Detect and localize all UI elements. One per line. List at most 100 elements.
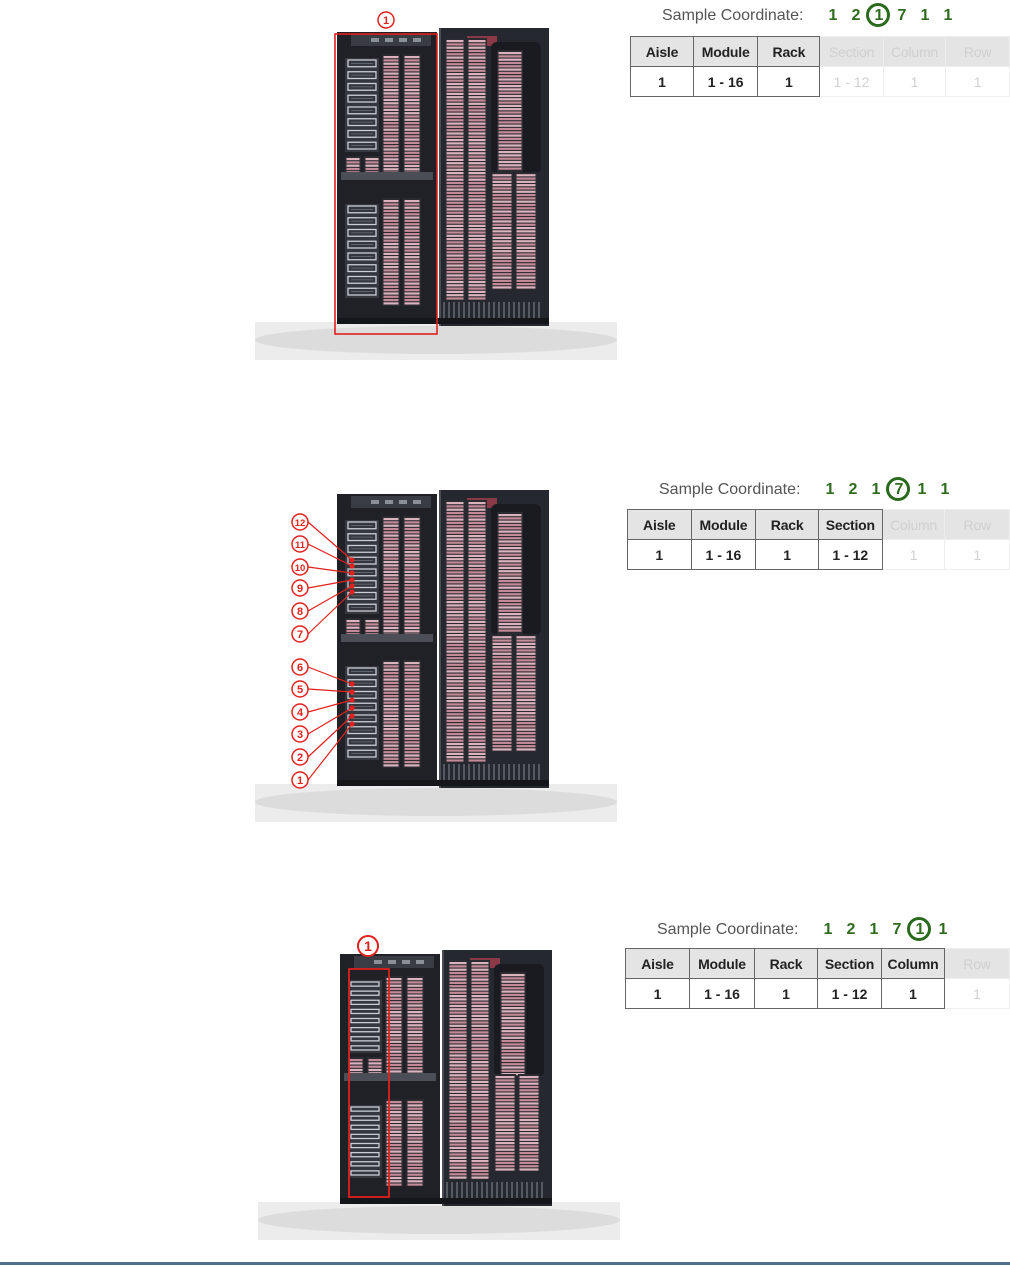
callout-badge (291, 558, 309, 576)
callout-leader-line (307, 723, 353, 781)
rack-highlight-box (334, 33, 438, 335)
callout-leader-line (307, 579, 353, 589)
callout-dot (349, 713, 355, 719)
callout-badge (291, 579, 309, 597)
rack-image: 1 (258, 935, 620, 1240)
coordinate-label: Sample Coordinate: (662, 7, 804, 24)
callout-dot (349, 589, 355, 595)
value-aisle: 1 (630, 66, 694, 97)
value-column: 1 (881, 978, 945, 1009)
coordinate-digit: 1 (938, 921, 948, 938)
callout-leader-line (307, 666, 353, 685)
header-rack: Rack (757, 36, 821, 67)
callout-badge (291, 535, 309, 553)
callout-dot (349, 689, 355, 695)
coordinate-digit: 1 (943, 7, 953, 24)
callout-number: 3 (297, 729, 303, 741)
rack-image: 1 (255, 11, 617, 360)
callout-leader-line (307, 688, 353, 693)
value-rack: 1 (757, 66, 821, 97)
coordinate-digit: 2 (851, 7, 861, 24)
header-column: Column (881, 509, 946, 540)
coordinate-digit: 1 (828, 7, 838, 24)
callout-dot (349, 570, 355, 576)
callout-leader-line (307, 715, 353, 758)
callout-dot (349, 577, 355, 583)
header-rack: Rack (755, 509, 819, 540)
callout-badge (291, 771, 309, 789)
callout-badge (291, 725, 309, 743)
value-section: 1 - 12 (819, 66, 884, 97)
footer-rule (0, 1262, 1010, 1265)
callout-dot (349, 705, 355, 711)
value-column: 1 (882, 66, 947, 97)
callout-badge (291, 748, 309, 766)
callout-number: 5 (297, 684, 303, 696)
callout-badge (291, 513, 309, 531)
callout-number: 9 (297, 583, 303, 595)
callout-leader-line (307, 699, 353, 713)
coordinate-digit: 1 (940, 481, 950, 498)
callout-badge: 1 (377, 11, 395, 29)
callout-number: 11 (295, 540, 306, 551)
value-aisle: 1 (625, 978, 690, 1009)
coordinate-digit: 1 (917, 481, 927, 498)
value-module: 1 - 16 (690, 539, 757, 570)
callout-badge (291, 625, 309, 643)
coordinate-digit-highlighted: 1 (866, 3, 891, 28)
value-module: 1 - 16 (692, 66, 759, 97)
callout-number: 12 (295, 518, 306, 529)
value-section: 1 - 12 (817, 539, 883, 570)
coordinate-digit: 1 (871, 481, 881, 498)
value-rack: 1 (754, 978, 818, 1009)
coordinate-digit: 7 (897, 7, 907, 24)
coordinate-digit: 2 (846, 921, 856, 938)
value-row: 1 (944, 978, 1010, 1009)
callout-leader-line (307, 521, 353, 561)
header-section: Section (817, 509, 883, 540)
header-module: Module (690, 509, 757, 540)
coordinate-digit: 1 (825, 481, 835, 498)
coordinate-digit: 1 (920, 7, 930, 24)
callout-number: 8 (297, 606, 303, 618)
header-row: Row (944, 948, 1010, 979)
header-row: Row (945, 36, 1010, 67)
rack-highlight-box (348, 968, 390, 1198)
value-row: 1 (944, 539, 1010, 570)
callout-number: 7 (297, 629, 303, 641)
value-column: 1 (881, 539, 946, 570)
header-column: Column (882, 36, 947, 67)
callout-dot (349, 697, 355, 703)
coordinate-label: Sample Coordinate: (659, 481, 801, 498)
coordinate-digit-highlighted: 7 (886, 477, 911, 502)
value-rack: 1 (755, 539, 819, 570)
header-row: Row (944, 509, 1010, 540)
header-section: Section (817, 948, 882, 979)
header-module: Module (692, 36, 759, 67)
callout-dot (349, 681, 355, 687)
header-section: Section (819, 36, 884, 67)
header-aisle: Aisle (625, 948, 690, 979)
callout-leader-line (307, 585, 353, 612)
coordinate-digit: 2 (848, 481, 858, 498)
value-module: 1 - 16 (689, 978, 755, 1009)
callout-number: 1 (297, 775, 303, 787)
value-aisle: 1 (627, 539, 692, 570)
value-section: 1 - 12 (817, 978, 882, 1009)
callout-dot (349, 583, 355, 589)
header-module: Module (689, 948, 755, 979)
